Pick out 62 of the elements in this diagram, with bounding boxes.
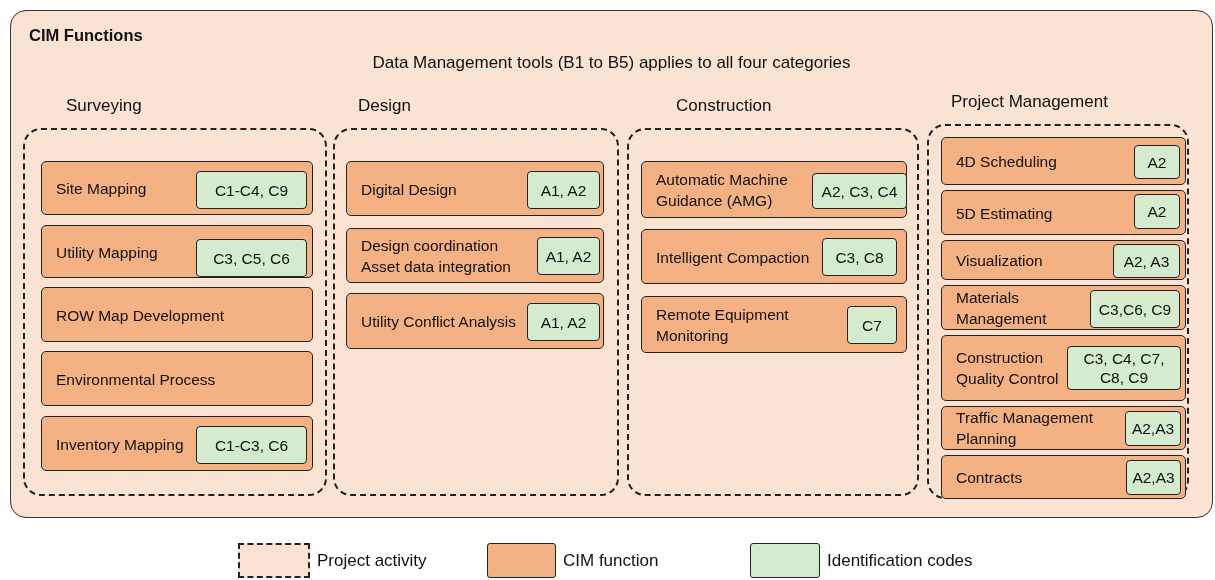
function-box [41, 351, 313, 406]
function-label: Utility Mapping [56, 242, 159, 262]
function-label: 5D Estimating [956, 203, 1054, 223]
category-heading: Project Management [951, 92, 1108, 112]
code-badge: A1, A2 [527, 171, 600, 209]
function-label: Inventory Mapping [56, 434, 185, 454]
function-label: Visualization [956, 250, 1044, 271]
function-label: Traffic Management Planning [956, 408, 1094, 449]
code-badge: A2,A3 [1125, 411, 1181, 446]
function-box [941, 455, 1186, 499]
function-box [41, 225, 313, 278]
function-box [641, 161, 907, 218]
code-badge: C3, C4, C7, C8, C9 [1067, 346, 1181, 390]
code-badge: C3, C5, C6 [196, 239, 307, 277]
panel-background [10, 10, 1213, 518]
legend-label: CIM function [563, 551, 659, 571]
category-heading: Design [358, 96, 411, 116]
code-badge: A2 [1134, 194, 1180, 229]
function-label: Site Mapping [56, 178, 148, 199]
function-box [941, 190, 1186, 235]
panel-title: CIM Functions [29, 26, 143, 45]
code-badge: C7 [847, 306, 897, 344]
function-label: 4D Scheduling [956, 151, 1058, 172]
function-label: Materials Management [956, 287, 1048, 329]
code-badge: A2, A3 [1113, 244, 1180, 278]
code-badge: A1, A2 [537, 237, 600, 275]
function-box [941, 406, 1186, 450]
function-box [346, 228, 604, 283]
function-box [346, 161, 604, 216]
code-badge: C1-C3, C6 [196, 426, 307, 464]
function-label: Utility Conflict Analysis [361, 311, 518, 332]
code-badge: A2,A3 [1126, 460, 1181, 495]
code-badge: A2, C3, C4 [812, 173, 907, 209]
code-badge: C3, C8 [822, 238, 897, 276]
function-box [41, 416, 313, 471]
function-label: Remote Equipment Monitoring [656, 304, 790, 346]
function-label: Construction Quality Control [956, 348, 1060, 389]
function-box [41, 287, 313, 342]
function-box [346, 293, 604, 349]
function-box [941, 335, 1186, 401]
category-heading: Construction [676, 96, 772, 116]
function-label: Environmental Process [56, 369, 217, 389]
function-label: Contracts [956, 467, 1024, 488]
code-badge: C3,C6, C9 [1090, 290, 1180, 328]
function-label: ROW Map Development [56, 305, 225, 325]
note-text: Data Management tools (B1 to B5) applies to all four categories [371, 53, 852, 73]
category-heading: Surveying [66, 96, 142, 116]
code-badge: C1-C4, C9 [196, 171, 307, 209]
function-box [641, 229, 907, 284]
code-badge: A1, A2 [527, 303, 600, 341]
function-label: Automatic Machine Guidance (AMG) [656, 169, 789, 211]
function-label: Digital Design [361, 179, 458, 199]
function-box [941, 240, 1186, 280]
function-box [941, 137, 1186, 185]
function-box [641, 296, 907, 353]
function-label: Design coordination Asset data integration [361, 235, 512, 277]
legend-label: Identification codes [827, 551, 973, 571]
function-label: Intelligent Compaction [656, 247, 811, 267]
function-box [941, 285, 1186, 330]
legend-label: Project activity [317, 551, 427, 571]
function-box [41, 161, 313, 215]
code-badge: A2 [1134, 145, 1180, 179]
